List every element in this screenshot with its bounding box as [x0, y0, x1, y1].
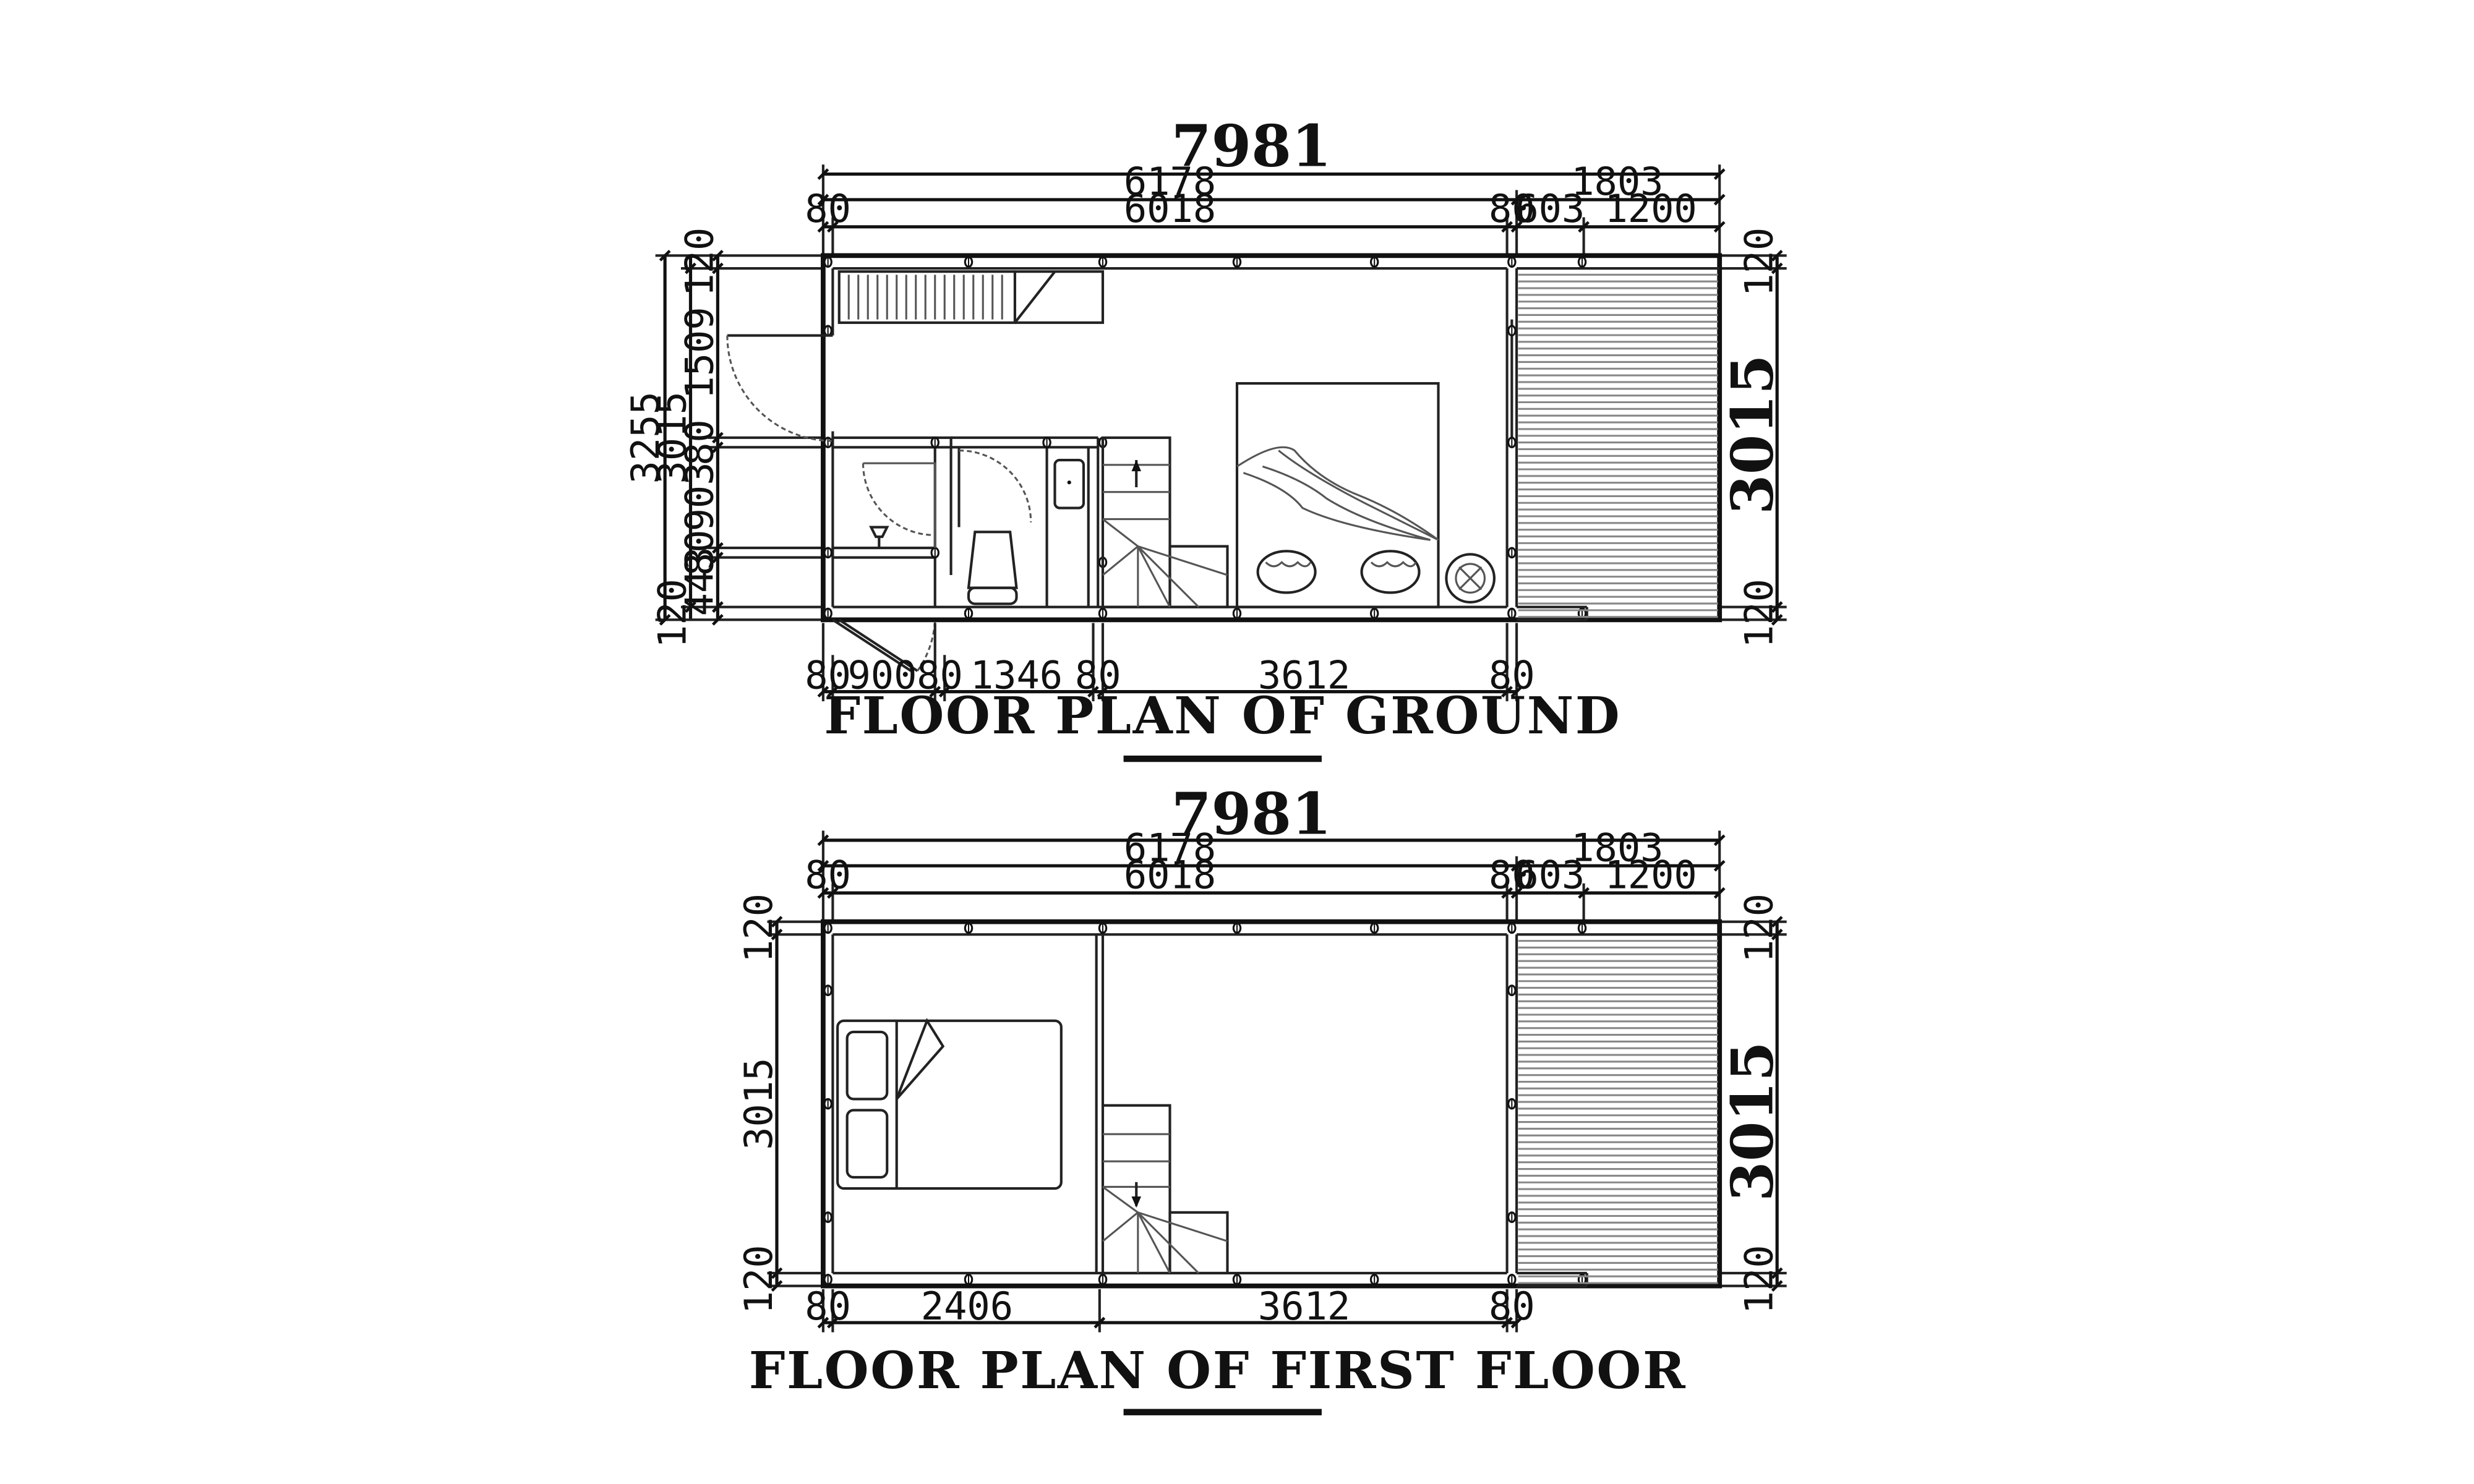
- ground-left-dim-903: 903: [677, 462, 722, 531]
- first-left-dim-120-top: 120: [736, 893, 781, 963]
- first-bottom-dimensions: 80 2406 3612 80: [805, 1284, 1535, 1333]
- first-right-dim-120-top: 120: [1736, 893, 1781, 963]
- first-posts: [823, 922, 1587, 1286]
- ground-bathroom: [862, 449, 1085, 605]
- ground-right-dim-120-bottom: 120: [1736, 579, 1781, 648]
- ground-left-dim-120-bottom: 120: [650, 579, 695, 648]
- first-overall-width: 7981: [1171, 780, 1332, 848]
- ground-top-dim-6018: 6018: [1124, 186, 1216, 231]
- first-bottom-dim-80a: 80: [805, 1284, 851, 1329]
- ground-left-dimensions: 3255 3015 120 1509 80 903 80 443 120: [623, 228, 823, 648]
- ground-floor-plan: 7981 6178 1803 80 6018 80 603 1200: [623, 113, 1787, 762]
- ground-left-dim-120-top: 120: [677, 228, 722, 297]
- first-bottom-dim-2406: 2406: [921, 1284, 1013, 1329]
- first-top-dim-80b: 80: [1489, 852, 1535, 897]
- first-left-dimensions: 120 3015 120: [736, 893, 823, 1314]
- first-left-dim-3015: 3015: [736, 1057, 781, 1149]
- first-top-dim-1200: 1200: [1604, 852, 1697, 897]
- ground-bottom-dim-80c: 80: [1075, 652, 1121, 697]
- ground-top-dim-1803: 1803: [1571, 159, 1663, 204]
- first-right-dim-3015: 3015: [1718, 1041, 1786, 1201]
- first-deck: [1518, 940, 1718, 1284]
- ground-right-dimensions: 3015 120 120: [1718, 228, 1787, 648]
- first-walls: [821, 919, 1723, 1289]
- first-top-dim-6178: 6178: [1124, 825, 1216, 870]
- ground-top-dim-1200: 1200: [1604, 186, 1697, 231]
- ground-left-dim-443: 443: [677, 547, 722, 616]
- ground-left-dim-80a: 80: [677, 419, 722, 466]
- first-top-dimensions: 7981 6178 1803 80 6018 80 603 1200: [805, 780, 1724, 922]
- ground-left-dim-80b: 80: [677, 530, 722, 576]
- ground-left-dim-3255: 3255: [623, 391, 668, 484]
- ground-storage-stair: [837, 270, 1105, 324]
- ground-bottom-dim-3612: 3612: [1258, 652, 1350, 697]
- first-stair: [1101, 1104, 1229, 1275]
- ground-entry-door: [726, 334, 936, 672]
- ground-bottom-dim-1346: 1346: [970, 652, 1063, 697]
- ground-top-dim-603: 603: [1515, 186, 1585, 231]
- ground-bed: [1235, 382, 1440, 608]
- first-right-dimensions: 3015 120 120: [1718, 893, 1787, 1314]
- ground-title-underline: [1123, 755, 1322, 762]
- ground-top-dim-80a: 80: [805, 186, 851, 231]
- first-top-dim-603: 603: [1515, 852, 1585, 897]
- first-top-dim-80a: 80: [805, 852, 851, 897]
- first-left-dim-120-bottom: 120: [736, 1245, 781, 1314]
- first-floor-plan: 7981 6178 1803 80 6018 80 603 1200 1: [736, 780, 1787, 1415]
- ground-top-dim-80b: 80: [1489, 186, 1535, 231]
- first-bottom-dim-3612: 3612: [1258, 1284, 1350, 1329]
- first-floor-title: FLOOR PLAN OF FIRST FLOOR: [749, 1341, 1687, 1401]
- ground-right-dim-120-top: 120: [1736, 228, 1781, 297]
- ground-bottom-dimensions: 80 900 80 1346 80 3612 80: [805, 623, 1535, 702]
- first-top-dim-6018: 6018: [1124, 852, 1216, 897]
- first-right-dim-120-bottom: 120: [1736, 1245, 1781, 1314]
- ground-right-dim-3015: 3015: [1718, 354, 1786, 514]
- ground-bottom-dim-900: 900: [847, 652, 917, 697]
- ground-top-dim-6178: 6178: [1124, 159, 1216, 204]
- ground-stair: [1101, 436, 1229, 608]
- first-title-underline: [1123, 1409, 1322, 1415]
- first-top-dim-1803: 1803: [1571, 825, 1663, 870]
- ground-bottom-dim-80d: 80: [1489, 652, 1535, 697]
- ground-round-table: [1445, 553, 1496, 604]
- ground-bottom-dim-80a: 80: [805, 652, 851, 697]
- ground-overall-width: 7981: [1171, 113, 1332, 180]
- ground-deck: [1518, 273, 1718, 618]
- first-bottom-dim-80b: 80: [1489, 1284, 1535, 1329]
- ground-bottom-dim-80b: 80: [917, 652, 963, 697]
- ground-left-dim-3015: 3015: [650, 391, 695, 484]
- first-bed: [836, 1018, 1063, 1190]
- ground-floor-title: FLOOR PLAN OF GROUND: [824, 686, 1621, 746]
- ground-top-dimensions: 7981 6178 1803 80 6018 80 603 1200: [805, 113, 1724, 256]
- ground-left-dim-1509: 1509: [677, 307, 722, 399]
